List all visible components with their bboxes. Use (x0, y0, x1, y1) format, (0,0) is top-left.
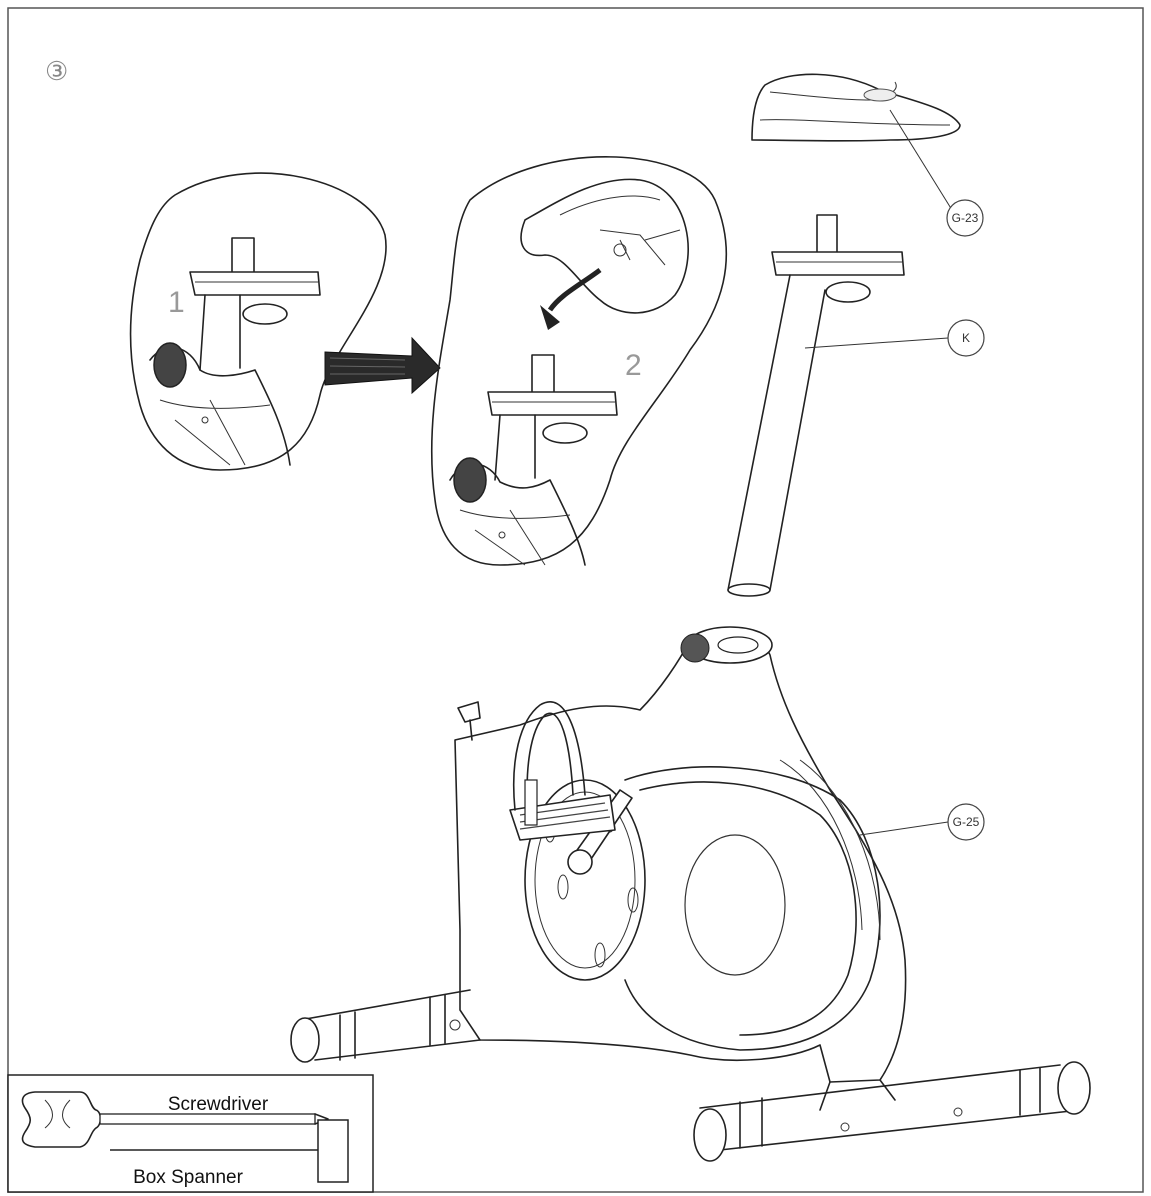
screwdriver-label: Screwdriver (168, 1094, 269, 1115)
detail-2-knob (542, 422, 588, 444)
frame-leader-line (859, 821, 949, 836)
saddle-callout-circle (946, 199, 984, 237)
frame-callout: G-25 (953, 815, 980, 829)
page-border (7, 7, 1144, 1193)
detail-1-slider (189, 271, 321, 296)
saddle-part: G-23 (751, 73, 984, 237)
detail-view-2: 2 (430, 156, 728, 566)
detail-2-post-stub (531, 354, 555, 396)
detail-2-outline (430, 156, 728, 566)
detail-1-outline (129, 172, 387, 471)
detail-2-saddle (520, 178, 689, 314)
box-spanner-label: Box Spanner (133, 1167, 244, 1188)
tool-wrench-icon (21, 1091, 102, 1148)
saddle-callout: G-23 (952, 211, 979, 225)
screwdriver-icon (99, 1113, 316, 1125)
saddle-leader-line (889, 109, 953, 211)
detail-2-label: 2 (625, 349, 642, 382)
box-spanner-icon (317, 1119, 349, 1183)
detail-1-knob (242, 303, 288, 325)
seat-post-callout: K (962, 331, 970, 345)
bike-frame: G-25 (290, 626, 1091, 1162)
tools-box: Screwdriver Box Spanner (7, 1074, 374, 1193)
seat-post-part: K (727, 214, 985, 597)
detail-view-1: 1 (129, 172, 387, 471)
detail-2-slider (487, 391, 618, 416)
direction-arrow (324, 336, 441, 395)
seat-post-leader-line (804, 337, 949, 349)
detail-1-label: 1 (168, 286, 185, 319)
detail-1-post-stub (231, 237, 255, 275)
step-number: ③ (45, 56, 68, 86)
